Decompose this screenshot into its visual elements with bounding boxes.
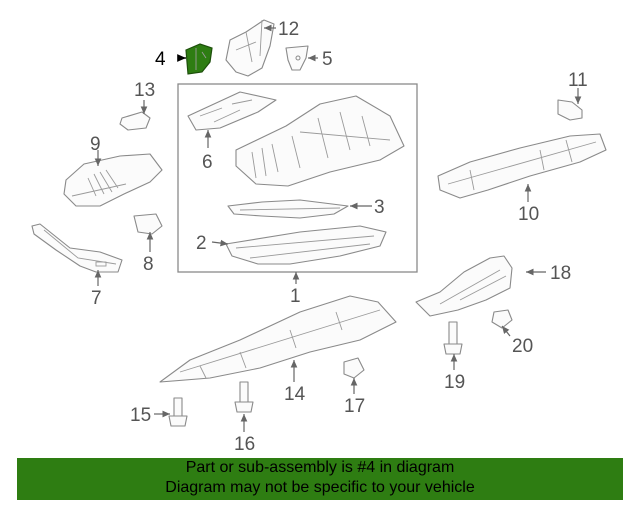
callout-18[interactable]: 18: [550, 263, 571, 284]
callout-14[interactable]: 14: [284, 384, 306, 405]
part-2-member[interactable]: [225, 225, 387, 265]
callout-5[interactable]: 5: [322, 49, 333, 70]
banner-line-1: Part or sub-assembly is #4 in diagram: [185, 459, 455, 476]
part-3-rail[interactable]: [227, 199, 349, 219]
part-19-bolt[interactable]: [443, 321, 463, 355]
part-17-nut[interactable]: [343, 357, 365, 379]
banner-line-2: Diagram may not be specific to your vehi…: [165, 479, 475, 496]
part-11-bracket[interactable]: [557, 99, 583, 121]
callout-4[interactable]: 4: [155, 49, 166, 70]
part-14-undercover[interactable]: [159, 295, 397, 383]
callout-9[interactable]: 9: [90, 134, 101, 155]
callout-11[interactable]: 11: [568, 70, 588, 91]
part-13-bracket[interactable]: [119, 111, 151, 131]
callout-13[interactable]: 13: [134, 80, 155, 101]
callout-12[interactable]: 12: [278, 19, 299, 40]
callout-15[interactable]: 15: [130, 405, 151, 426]
part-9-heat-shield[interactable]: [63, 153, 163, 207]
parts-diagram: 4 12 5 13 9 8 7 6 3 2 1 11 10 18 20 19 1…: [31, 19, 607, 455]
callout-2[interactable]: 2: [196, 233, 207, 254]
part-8-bracket[interactable]: [133, 213, 163, 235]
part-5-clip[interactable]: [285, 45, 309, 71]
part-7-reinforcement[interactable]: [31, 223, 123, 273]
part-10-rocker[interactable]: [437, 133, 607, 199]
info-banner: Part or sub-assembly is #4 in diagram Di…: [17, 458, 623, 500]
part-6-panel[interactable]: [187, 91, 277, 131]
part-20-nut[interactable]: [491, 309, 513, 329]
part-16-bolt[interactable]: [234, 381, 254, 413]
callout-7[interactable]: 7: [91, 288, 102, 309]
callout-1[interactable]: 1: [290, 286, 301, 307]
callout-6[interactable]: 6: [202, 152, 213, 173]
callout-3[interactable]: 3: [374, 197, 385, 218]
part-15-bolt[interactable]: [168, 397, 188, 427]
part-4-highlighted[interactable]: [185, 43, 213, 75]
floor-pan[interactable]: [235, 95, 405, 187]
callout-17[interactable]: 17: [344, 396, 365, 417]
part-18-shield[interactable]: [415, 255, 513, 317]
callout-10[interactable]: 10: [518, 204, 539, 225]
callout-16[interactable]: 16: [234, 434, 255, 455]
callout-8[interactable]: 8: [143, 254, 154, 275]
callout-20[interactable]: 20: [512, 336, 533, 357]
callout-19[interactable]: 19: [444, 372, 465, 393]
part-12-bracket[interactable]: [225, 19, 275, 77]
